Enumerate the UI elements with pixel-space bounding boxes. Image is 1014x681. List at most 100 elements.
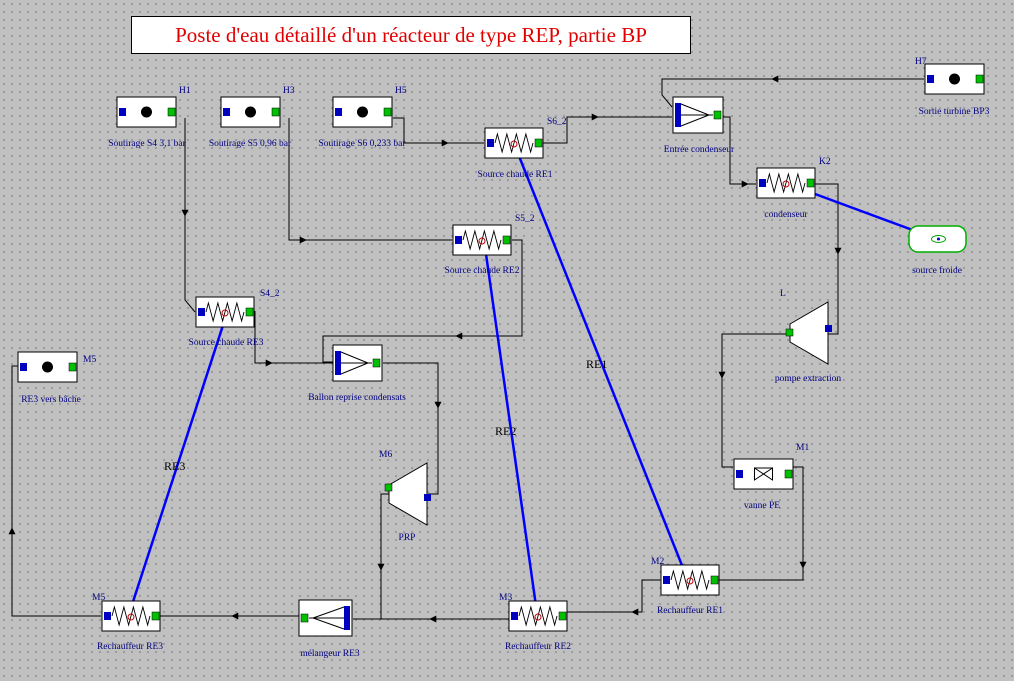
port-in [104,612,111,620]
flow-m2-m3 [567,579,660,613]
component-tag: M1 [796,443,809,453]
component-brc[interactable]: Ballon reprise condensats [308,344,406,403]
component-label: condenseur [764,210,808,220]
exchanger-node [510,140,518,148]
port-out [784,469,793,479]
component-tag: S6_2 [547,117,567,127]
exchanger-node [534,613,542,621]
component-label: Rechauffeur RE2 [505,641,571,652]
component-label: Soutirage S4 3,1 bar [108,139,186,149]
port-out [558,611,567,621]
component-box [924,63,985,95]
component-label: pompe extraction [775,374,841,384]
component-tag: H1 [179,86,191,96]
mixer-inlet [344,606,350,630]
component-tag: M5 [92,593,105,603]
port-in [20,363,27,371]
port-out [384,483,393,492]
component-label: Ballon reprise condensats [308,393,406,403]
flow-h5-s6 [393,117,484,144]
component-label: Soutirage S6 0,233 bar [318,139,406,149]
exchanger-node [686,577,694,585]
component-label: RE3 vers bâche [21,395,81,405]
component-sf[interactable]: source froide [908,225,967,276]
component-ec[interactable]: Entrée condenseur [664,96,735,155]
port-in [759,179,766,187]
coupling-re3 [127,312,229,615]
component-label: Rechauffeur RE1 [657,605,723,616]
component-tag: M6 [379,450,392,460]
port-out [245,307,254,317]
port-out [785,328,794,337]
flow-h1-s4 [184,118,196,313]
exchanger-coil-icon [766,172,806,194]
port-out [68,362,77,372]
exchanger-coil-icon [111,605,151,627]
component-tag: S5_2 [515,214,535,224]
component-label: Source chaude RE1 [478,170,553,180]
flow-k2-pump [815,183,839,335]
port-out [710,575,719,585]
port-in [335,108,342,116]
component-label: Source chaude RE2 [445,266,520,276]
port-out [372,358,381,368]
component-label: PRP [399,533,416,543]
exchanger-node [478,237,486,245]
port-in [663,576,670,584]
port-in [223,108,230,116]
flow-prp-mix [380,493,390,619]
port-out [271,107,280,117]
exchanger-coil-icon [670,569,710,591]
coupling-label-re1: RE1 [586,357,607,371]
port-out [502,235,511,245]
component-m1[interactable]: M1 vanne PE [733,443,809,511]
coupling-label-re3: RE3 [164,459,185,473]
component-label: vanne PE [744,501,780,511]
port-out [713,110,722,120]
component-tag: S4_2 [260,289,280,299]
port-in [511,612,518,620]
port-out [300,613,309,623]
source-icon [357,106,368,118]
port-in [119,108,126,116]
port-out [151,611,160,621]
component-tag: H3 [283,86,295,96]
port-out [534,138,543,148]
component-mix[interactable]: mélangeur RE3 [298,599,360,659]
coupling-re2 [482,239,539,614]
flow-re3-m5 [11,365,101,617]
diagram-title: Poste d'eau détaillé d'un réacteur de ty… [131,16,691,54]
source-icon [949,73,960,85]
collector-inlet [675,103,681,127]
flow-ballon-prp [383,362,439,495]
coupling-labels: RE1 RE2 RE3 [164,357,607,473]
pump-icon [388,462,428,526]
port-in [198,308,205,316]
exchanger-coil-icon [205,301,245,323]
component-label: Soutirage S5 0,96 bar [209,139,292,149]
port-out [806,178,815,188]
exchanger-node [782,180,790,188]
component-label: Rechauffeur RE3 [97,641,163,652]
port-in [455,236,462,244]
coupling-re1 [513,145,689,579]
flow-pump-vanne [721,333,790,468]
cold-source-icon [931,235,946,243]
flow-lines [8,75,924,623]
